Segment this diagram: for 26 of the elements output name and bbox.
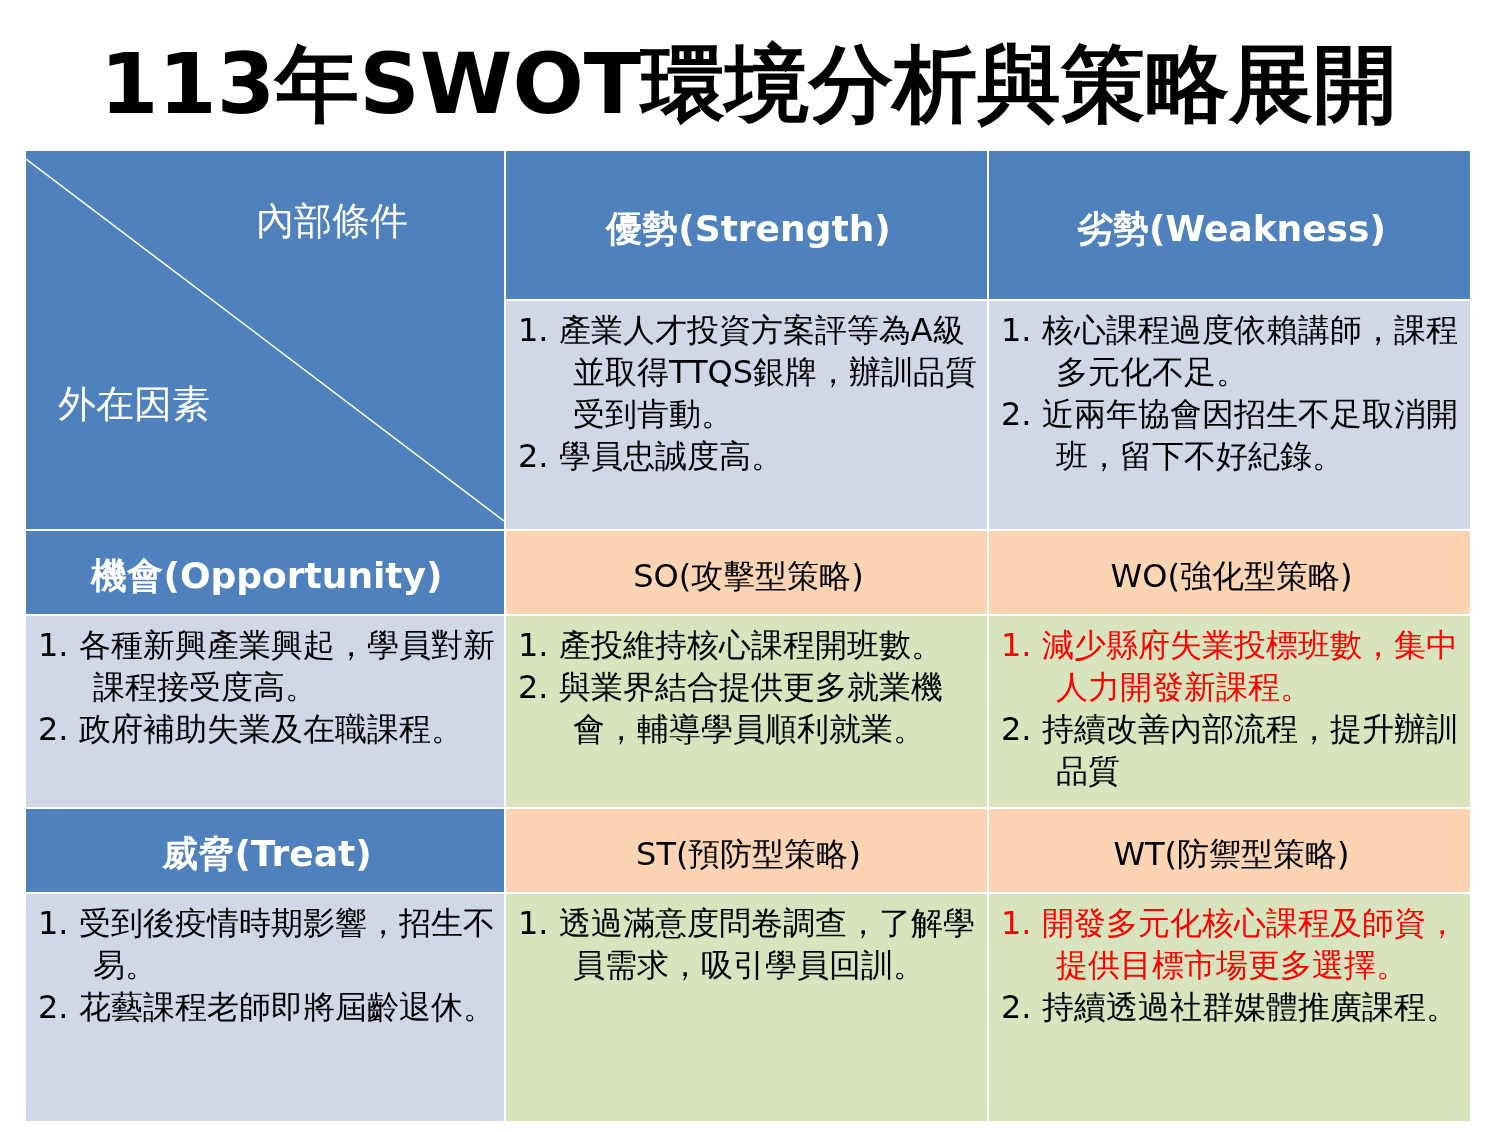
strategy-heading: WO(強化型策略) — [1110, 555, 1353, 597]
list-item: 2. 持續透過社群媒體推廣課程。 — [1001, 987, 1459, 1028]
list-item: 1. 產業人才投資方案評等為A級並取得TTQS銀牌，辦訓品質受到肯動。 — [518, 310, 979, 435]
list-item: 1. 核心課程過度依賴講師，課程多元化不足。 — [1001, 310, 1459, 393]
list-item: 1. 透過滿意度問卷調查，了解學員需求，吸引學員回訓。 — [518, 903, 976, 986]
list-item: 2. 政府補助失業及在職課程。 — [38, 709, 464, 750]
list-item: 1. 產投維持核心課程開班數。 — [518, 625, 944, 666]
row-header: 機會(Opportunity) — [91, 554, 443, 598]
list-item: 2. 與業界結合提供更多就業機會，輔導學員順利就業。 — [518, 667, 944, 750]
title: 113年SWOT環境分析與策略展開 — [98, 34, 1399, 135]
strategy-heading: SO(攻擊型策略) — [633, 555, 864, 597]
list-item: 2. 學員忠誠度高。 — [518, 436, 784, 477]
column-header: 劣勢(Weakness) — [1077, 206, 1386, 251]
list-item: 2. 近兩年協會因招生不足取消開班，留下不好紀錄。 — [1001, 394, 1459, 477]
strategy-heading: ST(預防型策略) — [636, 833, 861, 875]
list-item: 1. 減少縣府失業投標班數，集中人力開發新課程。 — [1001, 625, 1459, 708]
strategy-heading: WT(防禦型策略) — [1113, 833, 1350, 875]
list-item: 2. 持續改善內部流程，提升辦訓品質 — [1001, 709, 1459, 792]
list-item: 2. 花藝課程老師即將屆齡退休。 — [38, 987, 496, 1028]
list-item: 1. 受到後疫情時期影響，招生不易。 — [38, 903, 496, 986]
axis-label: 外在因素 — [58, 381, 210, 428]
list-item: 1. 開發多元化核心課程及師資，提供目標市場更多選擇。 — [1001, 903, 1459, 986]
list-item: 1. 各種新興產業興起，學員對新課程接受度高。 — [38, 625, 496, 708]
axis-label: 內部條件 — [256, 198, 408, 245]
column-header: 優勢(Strength) — [606, 206, 891, 251]
row-header: 威脅(Treat) — [162, 832, 372, 876]
